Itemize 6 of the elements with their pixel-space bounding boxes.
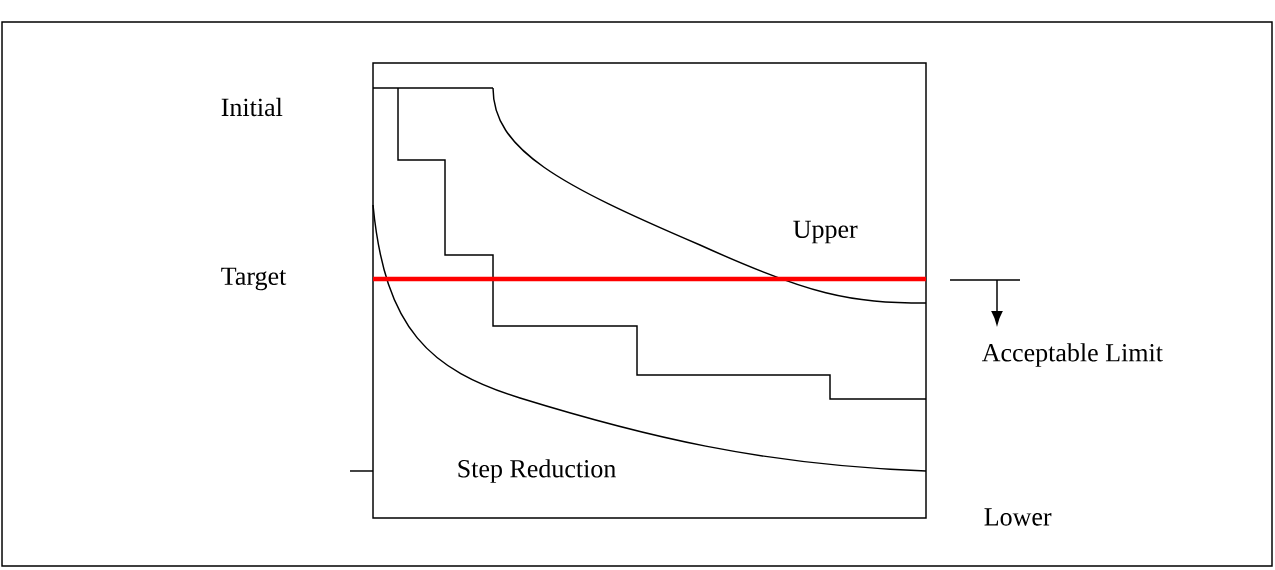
axis-label: Initial	[221, 97, 283, 117]
axis-label: Target	[221, 267, 287, 291]
axis-label: Upper	[793, 220, 858, 244]
axis-label: Acceptable Limit	[982, 343, 1163, 367]
axis-label: Step Reduction	[458, 459, 616, 483]
axis-label: Lower	[984, 508, 1052, 526]
